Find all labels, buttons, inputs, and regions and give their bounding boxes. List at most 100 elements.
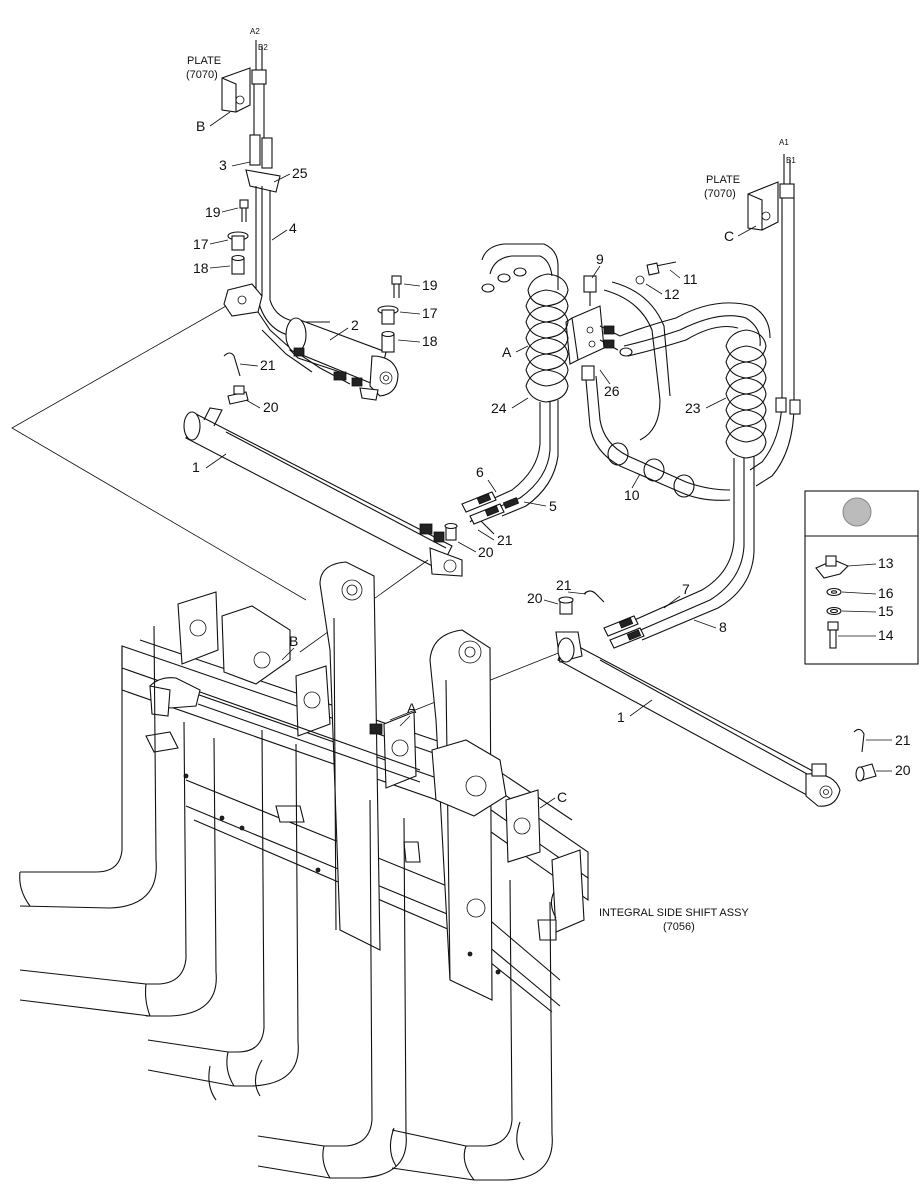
side-shift-label: INTEGRAL SIDE SHIFT ASSY: [599, 907, 749, 919]
leader-a-upper: [515, 345, 529, 353]
ref-a-upper-label: A: [502, 344, 512, 360]
leader-19-left: [221, 207, 239, 213]
ref-c-lower-label: C: [557, 789, 567, 805]
part-12-label: 12: [664, 286, 680, 302]
leader-2: [329, 327, 349, 341]
ref-b-lower-label: B: [289, 633, 298, 649]
side-shift-code: (7056): [663, 921, 695, 933]
leader-b-top: [209, 111, 231, 127]
part-20-mid-label: 20: [478, 544, 494, 560]
leader-21-mid: [477, 529, 495, 541]
ref-a-lower-label: A: [407, 700, 417, 716]
coiled-hose-24: [481, 243, 569, 517]
part-17-center-label: 17: [422, 305, 438, 321]
part-26-label: 26: [604, 383, 620, 399]
leader-24: [511, 397, 529, 409]
leader-23: [705, 397, 727, 409]
part-20-lower-label: 20: [527, 590, 543, 606]
leader-1-right: [629, 699, 653, 717]
leader-12: [645, 283, 663, 295]
part-7-label: 7: [682, 581, 690, 597]
pin-stack-center: [377, 275, 402, 353]
part-4-label: 4: [289, 220, 297, 236]
coiled-hose-23: [619, 302, 771, 641]
leader-20-lower: [543, 599, 559, 605]
hardware-inset: [804, 490, 919, 665]
leader-18-center: [397, 339, 421, 343]
leader-26: [599, 369, 611, 385]
part-19-center-label: 19: [422, 277, 438, 293]
cylinder-2: [285, 317, 399, 401]
part-6-label: 6: [476, 464, 484, 480]
fork-5: [391, 879, 553, 1181]
leader-15: [841, 610, 877, 613]
part-25-label: 25: [292, 165, 308, 181]
part-8-label: 8: [719, 619, 727, 635]
part-20-upper-label: 20: [263, 399, 279, 415]
leader-8: [693, 619, 717, 629]
plate-left: [221, 40, 267, 140]
leader-19-center: [403, 283, 421, 287]
leader-a-lower: [399, 715, 411, 727]
part-21-lower-label: 21: [556, 577, 572, 593]
pin-20-21-lower: [558, 590, 605, 615]
part-1-left-label: 1: [192, 459, 200, 475]
leader-9: [591, 265, 601, 279]
plate-left-code: (7070): [186, 69, 218, 81]
valve-block-26: [565, 261, 677, 381]
part-24-label: 24: [491, 400, 507, 416]
assembly-outline-left: [11, 305, 307, 601]
port-a2-label: A2: [250, 27, 260, 36]
hose-5-6-fittings: [461, 491, 520, 525]
cylinder-2-rod-bracket: [223, 283, 351, 385]
leader-21-upper: [239, 363, 259, 367]
part-11-label: 11: [683, 271, 698, 287]
pin-20-21-right: [853, 728, 877, 782]
leader-7: [663, 595, 681, 609]
part-17-left-label: 17: [193, 236, 209, 252]
ref-c-top-label: C: [724, 228, 734, 244]
leader-11: [669, 269, 681, 279]
leader-10: [631, 473, 641, 489]
part-16-label: 16: [878, 585, 894, 601]
part-21-right-label: 21: [895, 732, 911, 748]
part-21-mid-label: 21: [497, 532, 513, 548]
cylinder-1-right: [555, 631, 841, 807]
plate-right-label: PLATE: [706, 174, 740, 186]
leader-13: [847, 563, 877, 567]
leader-4: [271, 229, 288, 241]
part-18-center-label: 18: [422, 333, 438, 349]
leader-21-lower: [567, 591, 587, 595]
leader-3: [231, 161, 251, 167]
fork-2: [19, 721, 217, 1017]
part-23-label: 23: [685, 400, 701, 416]
port-b2-label: B2: [258, 43, 268, 52]
part-15-label: 15: [878, 603, 894, 619]
part-14-label: 14: [878, 627, 894, 643]
part-1-right-label: 1: [617, 709, 625, 725]
part-18-left-label: 18: [193, 260, 209, 276]
plate-right-code: (7070): [704, 188, 736, 200]
leader-1-left: [205, 453, 227, 469]
part-20-right-label: 20: [895, 762, 911, 778]
leader-c-top: [737, 225, 757, 237]
hose-loop-10: [585, 281, 731, 501]
leader-17-center: [399, 311, 421, 315]
part-3-label: 3: [219, 157, 227, 173]
pin-20-21-mid: [444, 518, 495, 541]
part-13-label: 13: [878, 555, 894, 571]
leader-5: [523, 501, 547, 507]
part-9-label: 9: [596, 251, 604, 267]
leader-17-left: [209, 239, 229, 245]
leader-25: [273, 173, 291, 183]
leader-b-lower: [281, 647, 295, 661]
port-b1-label: B1: [786, 156, 796, 165]
pin-stack-left: [227, 199, 249, 275]
leader-18-left: [209, 265, 231, 269]
cylinder-1-left: [183, 407, 463, 577]
part-10-label: 10: [624, 487, 640, 503]
part-19-left-label: 19: [205, 204, 221, 220]
plate-left-label: PLATE: [187, 55, 221, 67]
carriage-frame: [121, 561, 589, 1013]
leader-16: [841, 591, 877, 595]
